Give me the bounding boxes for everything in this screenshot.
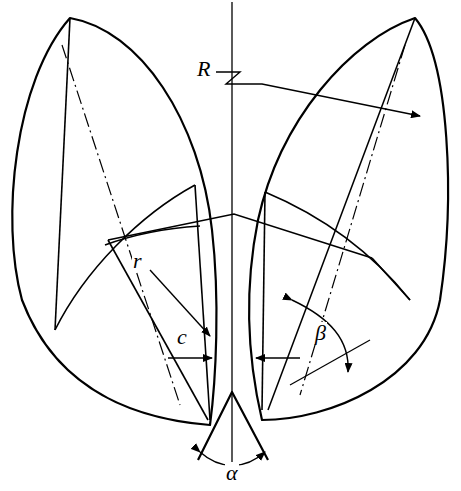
- right-flank-line: [372, 258, 410, 300]
- dimension-arrow: [168, 357, 212, 358]
- dimension-label: R: [196, 58, 211, 80]
- dimension-label: r: [132, 250, 143, 272]
- right-edge-line: [268, 18, 415, 410]
- middle-arc: [105, 226, 200, 245]
- left-flank-line: [108, 240, 208, 420]
- left-axis-dashdot: [62, 45, 180, 405]
- left-edge-line: [55, 18, 70, 330]
- radius-leader: [216, 72, 420, 116]
- dimension-arrow: [256, 357, 300, 358]
- right-edge-arc: [265, 192, 410, 300]
- angle-label: α: [225, 462, 239, 484]
- angle-arc: [292, 300, 348, 372]
- left-edge-arc: [55, 185, 195, 330]
- angle-label: β: [314, 322, 327, 344]
- right-inner-line: [262, 192, 265, 410]
- left-inner-line: [195, 185, 210, 420]
- dimension-label: c: [176, 326, 188, 348]
- right-axis-dashdot: [300, 45, 405, 395]
- angle-line: [290, 340, 370, 385]
- right-lobe: [249, 18, 448, 420]
- left-lobe: [12, 18, 216, 425]
